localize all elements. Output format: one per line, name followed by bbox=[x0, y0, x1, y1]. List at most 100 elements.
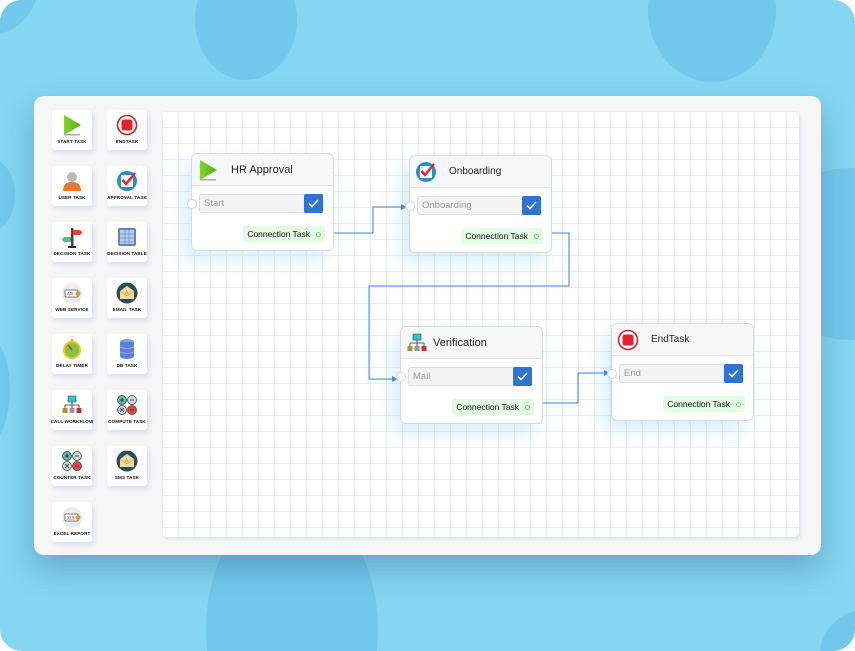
workflow-icon bbox=[61, 394, 83, 416]
palette-item-label: Decision Task bbox=[53, 251, 91, 256]
decor-circle bbox=[820, 610, 855, 651]
palette-item-label: Email Task bbox=[112, 307, 142, 312]
confirm-button[interactable] bbox=[522, 196, 541, 215]
user-icon bbox=[61, 170, 83, 192]
connection-task-label: Connection Task bbox=[456, 402, 519, 412]
node-title: HR Approval bbox=[231, 163, 293, 176]
edge-verification-to-end bbox=[543, 370, 610, 404]
output-port-dot[interactable] bbox=[736, 401, 741, 407]
palette-delay-timer[interactable]: Delay Timer bbox=[52, 334, 92, 374]
output-port-dot[interactable] bbox=[534, 233, 539, 239]
calculator-icon bbox=[61, 450, 83, 472]
output-port-dot[interactable] bbox=[525, 404, 530, 410]
decor-circle bbox=[0, 0, 40, 35]
node-select-field[interactable]: Start bbox=[199, 194, 323, 213]
palette-item-label: Excel Report bbox=[53, 531, 91, 536]
connection-task-handle[interactable]: Connection Task bbox=[663, 396, 745, 412]
palette-user-task[interactable]: User Task bbox=[52, 166, 92, 206]
palette-start-task[interactable]: Start Task bbox=[52, 110, 92, 150]
palette-excel-report[interactable]: XLS Excel Report bbox=[52, 502, 92, 542]
email-icon: A bbox=[116, 282, 138, 304]
node-hr-approval[interactable]: HR Approval Start Connection Task bbox=[187, 153, 334, 251]
database-icon bbox=[116, 338, 138, 360]
node-field-value: Onboarding bbox=[422, 200, 472, 211]
svg-text:A: A bbox=[125, 290, 129, 296]
palette-counter-task[interactable]: Counter Task bbox=[52, 446, 92, 486]
node-header[interactable]: EndTask bbox=[612, 324, 753, 356]
connection-task-label: Connection Task bbox=[667, 399, 730, 409]
node-select-field[interactable]: Onboarding bbox=[417, 196, 541, 215]
check-icon bbox=[526, 201, 537, 210]
connection-task-handle[interactable]: Connection Task bbox=[452, 399, 534, 415]
connection-task-label: Connection Task bbox=[465, 231, 528, 241]
node-title: EndTask bbox=[651, 334, 690, 345]
palette-item-label: Approval Task bbox=[107, 195, 147, 200]
decor-circle bbox=[0, 160, 15, 230]
node-select-field[interactable]: End bbox=[619, 364, 743, 383]
svg-text:A: A bbox=[125, 458, 129, 464]
input-port[interactable] bbox=[607, 369, 617, 379]
palette-item-label: Compute Task bbox=[108, 419, 146, 424]
palette-item-label: Start Task bbox=[57, 139, 87, 144]
play-icon bbox=[197, 159, 219, 181]
palette-approval-task[interactable]: Approval Task bbox=[107, 166, 147, 206]
input-port[interactable] bbox=[187, 199, 197, 209]
connection-task-label: Connection Task bbox=[247, 229, 310, 239]
palette-decision-table[interactable]: Decision Table bbox=[107, 222, 147, 262]
stopwatch-icon bbox=[61, 338, 83, 360]
node-field-value: End bbox=[624, 368, 641, 379]
node-header[interactable]: Onboarding bbox=[410, 156, 551, 188]
palette-item-label: SMS Task bbox=[114, 475, 140, 480]
palette-email-task[interactable]: A Email Task bbox=[107, 278, 147, 318]
palette-decision-task[interactable]: Decision Task bbox=[52, 222, 92, 262]
signpost-icon bbox=[61, 226, 83, 248]
workflow-canvas[interactable]: HR Approval Start Connection Task Onboar… bbox=[162, 111, 799, 537]
palette-item-label: Delay Timer bbox=[56, 363, 88, 368]
node-header[interactable]: HR Approval bbox=[192, 154, 333, 186]
palette-item-label: Counter Task bbox=[53, 475, 91, 480]
connection-task-handle[interactable]: Connection Task bbox=[243, 226, 325, 242]
input-port[interactable] bbox=[396, 372, 406, 382]
approval-check-icon bbox=[116, 170, 138, 192]
decor-circle bbox=[0, 330, 10, 450]
check-icon bbox=[308, 199, 319, 208]
node-onboarding[interactable]: Onboarding Onboarding Connection Task bbox=[405, 155, 552, 253]
calculator-icon bbox=[116, 394, 138, 416]
svg-text:XLS: XLS bbox=[67, 516, 75, 521]
check-icon bbox=[728, 369, 739, 378]
decor-circle bbox=[195, 0, 297, 80]
node-title: Verification bbox=[433, 336, 487, 349]
confirm-button[interactable] bbox=[724, 364, 743, 383]
palette-db-task[interactable]: DB Task bbox=[107, 334, 147, 374]
connector-lines bbox=[334, 204, 610, 404]
table-icon bbox=[116, 226, 138, 248]
sms-envelope-icon: A bbox=[116, 450, 138, 472]
node-select-field[interactable]: Mail bbox=[408, 367, 532, 386]
workflow-icon bbox=[406, 332, 428, 354]
approval-check-icon bbox=[415, 161, 437, 183]
confirm-button[interactable] bbox=[304, 194, 323, 213]
confirm-button[interactable] bbox=[513, 367, 532, 386]
palette-item-label: User Task bbox=[58, 195, 86, 200]
palette-item-label: Web Service bbox=[55, 307, 89, 312]
node-verification[interactable]: Verification Mail Connection Task bbox=[396, 326, 543, 424]
palette-end-task[interactable]: EndTask bbox=[107, 110, 147, 150]
palette-web-service[interactable]: API Web Service bbox=[52, 278, 92, 318]
workflow-designer-window: Start Task EndTask User Task Approval Ta… bbox=[34, 96, 821, 555]
output-port-dot[interactable] bbox=[316, 231, 321, 237]
input-port[interactable] bbox=[405, 201, 415, 211]
palette-item-label: DB Task bbox=[116, 363, 138, 368]
edge-hr-to-onboarding bbox=[334, 204, 407, 234]
decor-circle bbox=[648, 0, 776, 82]
palette-item-label: Call Workflow bbox=[50, 419, 94, 424]
node-header[interactable]: Verification bbox=[401, 327, 542, 359]
stop-icon bbox=[116, 114, 138, 136]
palette-call-workflow[interactable]: Call Workflow bbox=[50, 390, 94, 430]
palette-compute-task[interactable]: Compute Task bbox=[107, 390, 147, 430]
palette-item-label: Decision Table bbox=[107, 251, 147, 256]
palette-sms-task[interactable]: A SMS Task bbox=[107, 446, 147, 486]
connection-task-handle[interactable]: Connection Task bbox=[461, 228, 543, 244]
node-end-task[interactable]: EndTask End Connection Task bbox=[607, 323, 754, 421]
edge-onboarding-to-verification bbox=[368, 232, 570, 382]
svg-text:API: API bbox=[67, 292, 73, 297]
